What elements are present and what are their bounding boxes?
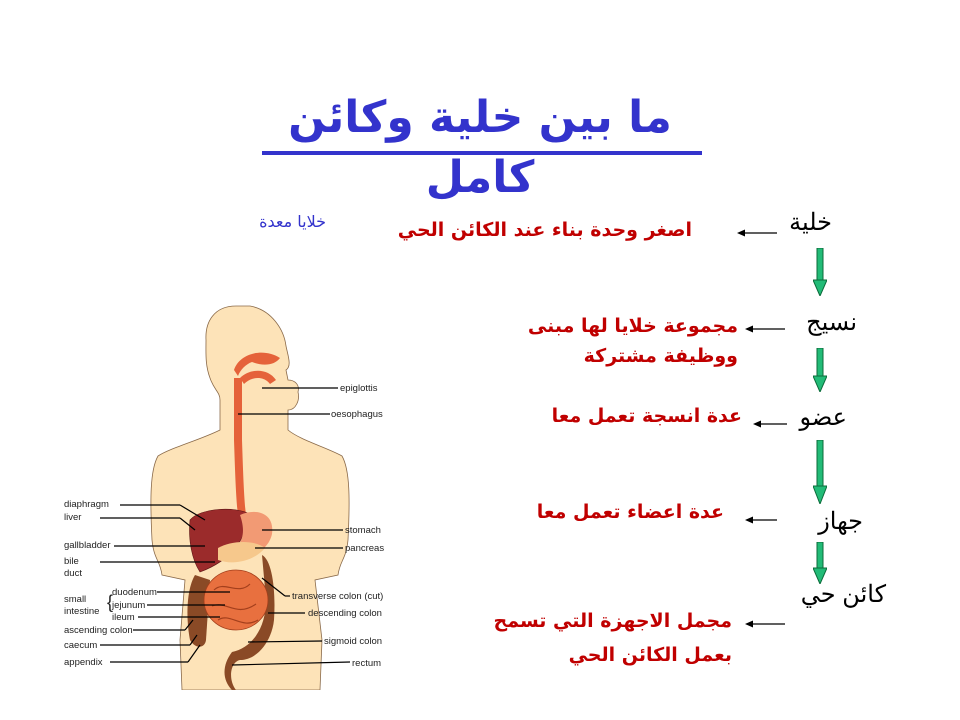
term-tissue: نسيج	[806, 309, 857, 336]
definition-system: عدة اعضاء تعمل معا	[536, 501, 724, 523]
label-bile: bile	[64, 556, 79, 567]
label-ileum: ileum	[112, 612, 135, 623]
label-caecum: caecum	[64, 640, 97, 651]
definition-organism-line-2: بعمل الكائن الحي	[568, 644, 732, 666]
definition-organism-line-1: مجمل الاجهزة التي تسمح	[493, 610, 732, 632]
label-stomach: stomach	[345, 525, 381, 536]
label-ascending-colon: ascending colon	[64, 625, 133, 636]
label-epiglottis: epiglottis	[340, 383, 378, 394]
left-arrow-icon	[745, 620, 785, 628]
down-arrow-icon	[813, 248, 827, 296]
label-small: small	[64, 594, 86, 605]
slide-title: ما بين خلية وكائن كامل	[288, 92, 672, 203]
digestive-system-diagram: epiglottis oesophagus stomach pancreas t…	[64, 305, 384, 690]
left-arrow-icon	[745, 516, 777, 524]
definition-tissue-line-1: مجموعة خلايا لها مبنى	[527, 315, 738, 337]
definition-cell: اصغر وحدة بناء عند الكائن الحي	[397, 219, 692, 241]
label-pancreas: pancreas	[345, 543, 384, 554]
term-cell: خلية	[789, 209, 832, 236]
left-arrow-icon	[753, 420, 787, 428]
label-gallbladder: gallbladder	[64, 540, 110, 551]
label-descending-colon: descending colon	[308, 608, 382, 619]
label-appendix: appendix	[64, 657, 103, 668]
definition-organ: عدة انسجة تعمل معا	[551, 405, 742, 427]
label-transverse-colon: transverse colon (cut)	[292, 591, 383, 602]
left-arrow-icon	[745, 325, 785, 333]
label-rectum: rectum	[352, 658, 381, 669]
label-duodenum: duodenum	[112, 587, 157, 598]
definition-tissue-line-2: ووظيفة مشتركة	[583, 345, 738, 367]
down-arrow-icon	[813, 542, 827, 584]
term-organ: عضو	[799, 404, 847, 431]
brace: {	[107, 592, 113, 612]
down-arrow-icon	[813, 348, 827, 392]
label-oesophagus: oesophagus	[331, 409, 383, 420]
label-liver: liver	[64, 512, 81, 523]
label-intestine: intestine	[64, 606, 99, 617]
example-cell: خلايا معدة	[259, 212, 326, 231]
down-arrow-icon	[813, 440, 827, 504]
label-sigmoid-colon: sigmoid colon	[324, 636, 382, 647]
term-organism: كائن حي	[800, 581, 886, 608]
label-jejunum: jejunum	[111, 600, 145, 611]
term-system: جهاز	[818, 508, 863, 535]
left-arrow-icon	[737, 229, 777, 237]
label-duct: duct	[64, 568, 82, 579]
title-underline	[262, 151, 702, 155]
label-diaphragm: diaphragm	[64, 499, 109, 510]
